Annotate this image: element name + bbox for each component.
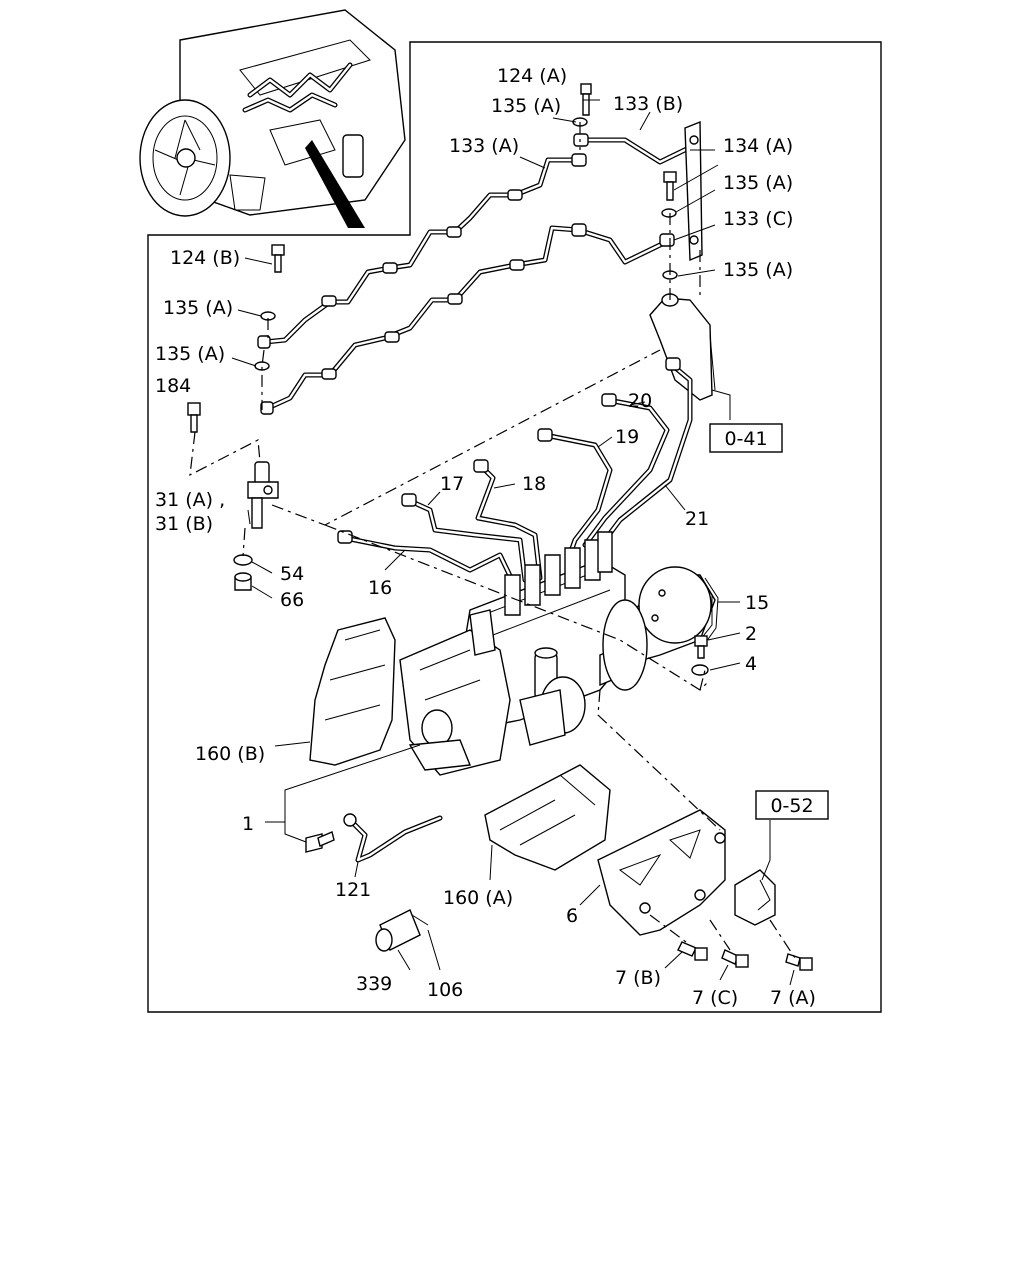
injection-pipe-133b — [577, 137, 698, 165]
engine-thumbnail — [139, 9, 406, 228]
pipe-fittings — [257, 133, 675, 415]
bracket-6 — [597, 809, 726, 936]
bolt-7a — [785, 953, 813, 971]
label-54: 54 — [280, 563, 304, 585]
label-339: 339 — [356, 973, 392, 995]
bolt-124a — [572, 83, 592, 127]
injection-pipe-133a-lower — [265, 225, 675, 411]
label-7b: 7 (B) — [615, 967, 661, 989]
label-4: 4 — [745, 653, 757, 675]
ref-0-41: 0-41 — [724, 428, 767, 450]
pump-pipe-fittings — [337, 357, 681, 544]
label-184: 184 — [155, 375, 191, 397]
label-7c: 7 (C) — [692, 987, 738, 1009]
bolt-1 — [305, 831, 335, 853]
label-135a-left1: 135 (A) — [163, 297, 233, 319]
label-121: 121 — [335, 879, 371, 901]
label-15: 15 — [745, 592, 769, 614]
pump-pipe-21 — [602, 362, 693, 543]
label-160a: 160 (A) — [443, 887, 513, 909]
ref-0-52: 0-52 — [770, 795, 813, 817]
bolt-184 — [187, 402, 201, 433]
label-17: 17 — [440, 473, 464, 495]
label-160b: 160 (B) — [195, 743, 265, 765]
label-106: 106 — [427, 979, 463, 1001]
bolt-134a — [661, 171, 678, 280]
part-labels: 124 (A) 135 (A) 133 (B) 133 (A) 134 (A) … — [155, 65, 816, 1009]
pump-pipe-20 — [582, 397, 670, 548]
label-31b: 31 (B) — [155, 513, 213, 535]
diagram-frame — [147, 41, 882, 1013]
ref-box-0-41: 0-41 — [709, 423, 783, 453]
label-20: 20 — [628, 390, 652, 412]
bolt-7b — [677, 941, 708, 961]
injector-31 — [233, 461, 279, 591]
leader-lines — [231, 99, 795, 986]
assembly-centerlines — [189, 122, 796, 959]
pipe-121 — [343, 813, 443, 863]
coupling-15 — [602, 566, 719, 691]
washer-4 — [691, 664, 709, 676]
label-135a-left2: 135 (A) — [155, 343, 225, 365]
label-66: 66 — [280, 589, 304, 611]
label-6: 6 — [566, 905, 578, 927]
bolt-124b — [254, 244, 285, 371]
label-124a: 124 (A) — [497, 65, 567, 87]
ref-box-0-52: 0-52 — [755, 790, 829, 820]
pump-pipe-18 — [475, 462, 543, 581]
label-133b: 133 (B) — [613, 93, 683, 115]
pipe-bracket-134 — [684, 120, 703, 262]
label-124b: 124 (B) — [170, 247, 240, 269]
injection-pipe-133a-upper — [262, 157, 583, 345]
label-2: 2 — [745, 623, 757, 645]
label-16: 16 — [368, 577, 392, 599]
label-133a: 133 (A) — [449, 135, 519, 157]
pump-pipe-19 — [542, 432, 613, 563]
cover-160a — [484, 764, 611, 871]
part-0-52-block — [734, 869, 776, 926]
label-135a-right1: 135 (A) — [723, 172, 793, 194]
pump-pipe-16 — [342, 535, 515, 583]
label-19: 19 — [615, 426, 639, 448]
label-1: 1 — [242, 813, 254, 835]
label-31a: 31 (A) , — [155, 489, 225, 511]
label-133c: 133 (C) — [723, 208, 793, 230]
label-18: 18 — [522, 473, 546, 495]
label-21: 21 — [685, 508, 709, 530]
fuel-filter-head — [649, 293, 716, 401]
label-7a: 7 (A) — [770, 987, 816, 1009]
sensor-339 — [375, 909, 429, 952]
label-135a-right2: 135 (A) — [723, 259, 793, 281]
pump-pipe-17 — [405, 497, 528, 583]
injection-pump — [399, 531, 626, 776]
cover-160b — [309, 617, 396, 766]
label-135a-top: 135 (A) — [491, 95, 561, 117]
bolt-7c — [721, 949, 749, 968]
label-134a: 134 (A) — [723, 135, 793, 157]
bolt-2 — [694, 635, 708, 659]
